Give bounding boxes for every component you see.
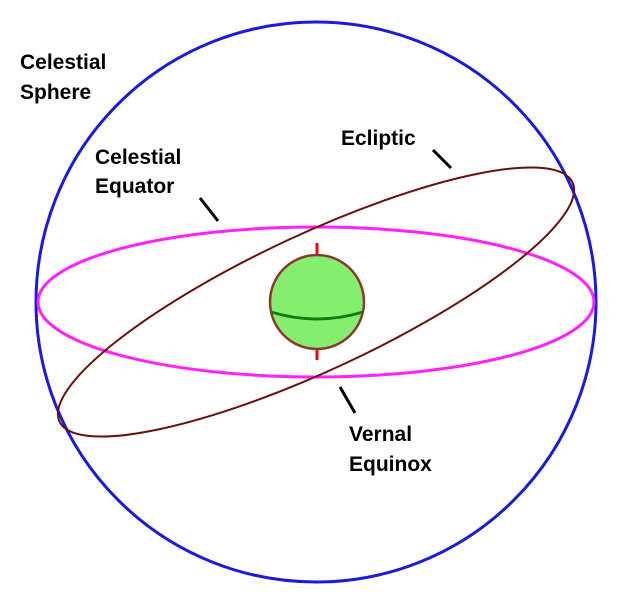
vernal-equinox-label-line1: Vernal [349,423,412,446]
celestial-sphere-circle [34,20,598,584]
celestial-equator-label-line2: Equator [95,175,174,198]
earth-equator-line [270,310,364,321]
vernal-equinox-label: Vernal Equinox [349,423,432,476]
earth-outline [268,253,366,351]
celestial-sphere-label-line2: Sphere [20,81,91,104]
vernal-equinox-pointer [338,386,357,414]
celestial-sphere-label-line1: Celestial [20,51,106,74]
celestial-equator-label: Celestial Equator [95,146,187,198]
celestial-equator-label-line1: Celestial [95,146,181,169]
ecliptic-label: Ecliptic [341,127,416,150]
ecliptic-pointer [431,148,453,170]
earth [268,243,366,360]
vernal-equinox-label-line2: Equinox [349,453,432,476]
earth-globe [270,255,364,349]
ecliptic-ellipse [56,166,576,438]
celestial-equator-pointer [198,197,220,222]
celestial-sphere-label: Celestial Sphere [20,51,112,104]
